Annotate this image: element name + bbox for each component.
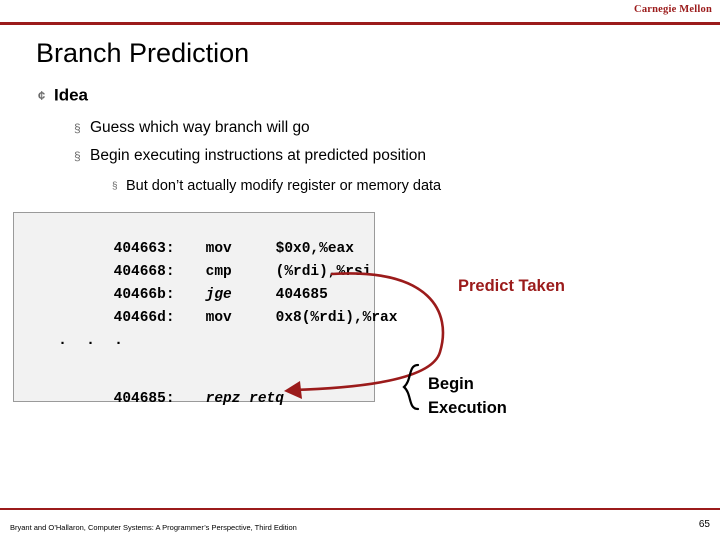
curly-brace [402,363,420,411]
bullet-level3-no-modify: § But don’t actually modify register or m… [112,178,441,194]
code-opcode: mov [205,241,232,257]
code-operands: $0x0,%eax [275,241,354,257]
bullet-marker-level2-1: § [74,149,81,163]
page-number: 65 [698,519,710,530]
code-operands: 0x8(%rdi),%rax [275,310,398,326]
bullet-marker-level1: ¢ [38,88,46,104]
code-address: 404668: [113,264,175,280]
code-opcode: cmp [205,264,232,280]
bullet-level1-text: Idea [54,85,89,105]
code-line-last: 404685: repz retq [44,375,284,423]
code-listing-box: 404663:mov$0x0,%eax 404668:cmp(%rdi),%rs… [13,212,397,407]
code-listing: 404663:mov$0x0,%eax 404668:cmp(%rdi),%rs… [14,213,397,407]
begin-execution-line2: Execution [428,398,507,417]
code-address: 404663: [113,241,175,257]
bullet-level2-text-1: Begin executing instructions at predicte… [90,147,427,164]
code-address: 40466b: [113,287,175,303]
begin-execution-label: Begin Execution [428,373,507,421]
code-address: 404685: [113,391,175,407]
bullet-level3-text-0: But don’t actually modify register or me… [126,178,442,195]
bullet-level1-idea: ¢ Idea [38,85,88,106]
code-opcode: repz retq [205,391,284,407]
predict-taken-label: Predict Taken [458,277,565,295]
brand-label: Carnegie Mellon [634,4,712,15]
code-opcode: mov [205,310,232,326]
bullet-marker-level3-0: § [112,180,118,192]
footer-citation: Bryant and O’Hallaron, Computer Systems:… [10,523,297,532]
bullet-level2-text-0: Guess which way branch will go [90,119,310,136]
footer-rule [0,508,720,510]
bullet-marker-level2-0: § [74,121,81,135]
code-ellipsis: . . . [58,332,129,349]
header-rule [0,22,720,25]
bullet-level2-guess: § Guess which way branch will go [74,119,310,137]
code-line: 404663: mov $0x0,%eax [44,225,354,273]
bullet-level2-begin-exec: § Begin executing instructions at predict… [74,147,426,165]
code-address: 40466d: [113,310,175,326]
begin-execution-line1: Begin [428,375,474,393]
code-opcode: jge [205,287,232,303]
page-title: Branch Prediction [36,38,250,68]
